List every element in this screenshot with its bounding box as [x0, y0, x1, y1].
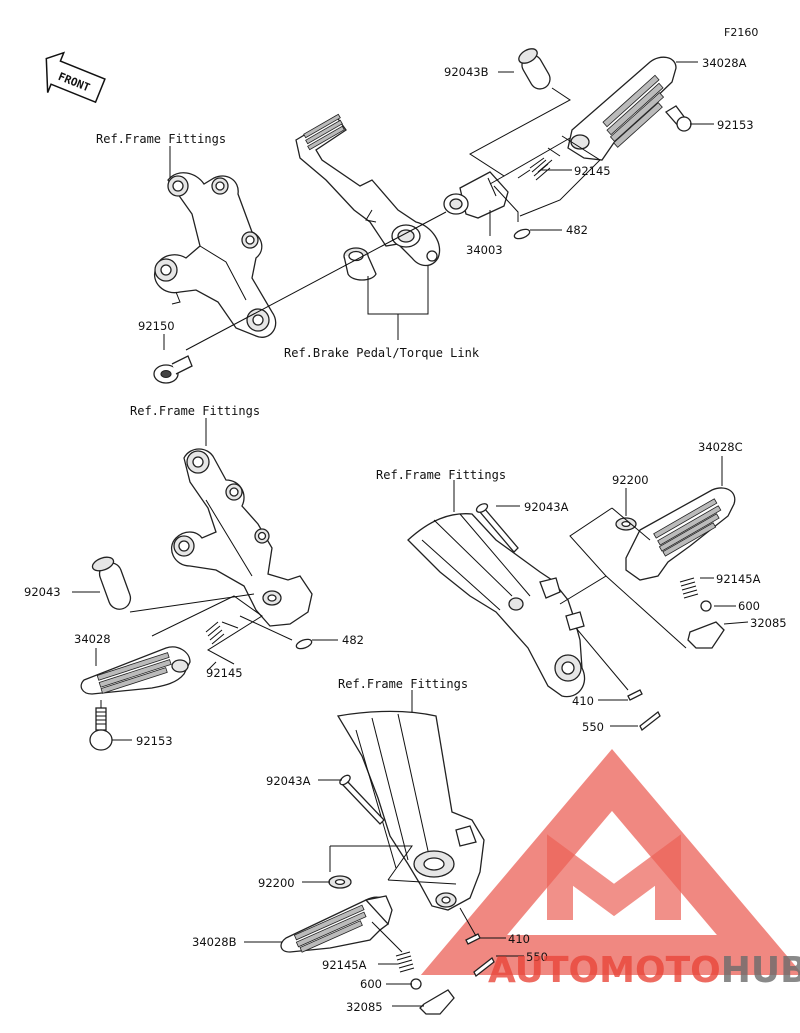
ref-frame-fittings-label-4: Ref.Frame Fittings: [338, 677, 468, 691]
part-label-92043A-right: 92043A: [524, 500, 569, 514]
footpeg-34028C: [625, 487, 736, 581]
part-label-34028A: 34028A: [702, 56, 747, 70]
part-label-92043: 92043: [24, 585, 61, 599]
holder-34003: [443, 171, 509, 219]
watermark-text: AUTOMOTOHUB: [488, 950, 800, 991]
part-label-92145-left: 92145: [206, 666, 243, 680]
clip-482-top: [513, 228, 531, 240]
part-label-92153-left: 92153: [136, 734, 173, 748]
part-label-34028B: 34028B: [192, 935, 237, 949]
part-label-92150: 92150: [138, 319, 175, 333]
front-arrow-icon: FRONT: [45, 51, 106, 104]
footpeg-34028B-tread: [293, 904, 367, 953]
ref-frame-fittings-label-1: Ref.Frame Fittings: [96, 132, 226, 146]
ref-brake-pedal-torque-link-label: Ref.Brake Pedal/Torque Link: [284, 346, 480, 360]
part-label-550-right: 550: [582, 720, 604, 734]
part-label-600-bottom: 600: [360, 977, 382, 991]
bolt-92153-left: [89, 707, 113, 751]
part-label-92200-bottom: 92200: [258, 876, 295, 890]
part-label-482-left: 482: [342, 633, 364, 647]
top-assembly-lines: [163, 61, 714, 351]
pin-92043B: [518, 48, 551, 90]
spring-92145A-bottom: [395, 951, 415, 973]
brake-pedal-tread: [303, 113, 345, 151]
right-assembly-lines: [453, 456, 749, 727]
svg-text:AUTOMOTOHUB: AUTOMOTOHUB: [488, 950, 800, 991]
footpeg-34028B: [280, 895, 393, 953]
footpeg-34028-tread: [96, 652, 172, 694]
cotter-550-bottom: [473, 957, 495, 977]
clip-482-left: [295, 638, 313, 650]
part-label-34028: 34028: [74, 632, 111, 646]
footpeg-34028A: [567, 56, 677, 161]
ball-600-right: [700, 600, 712, 612]
figure-code: F2160: [724, 26, 758, 39]
spring-92145-left: [205, 621, 239, 645]
part-label-92043A-bottom: 92043A: [266, 774, 311, 788]
part-label-92153-top: 92153: [717, 118, 754, 132]
watermark-auto: AUTO: [488, 950, 599, 991]
cotter-550-right: [639, 711, 661, 731]
watermark-logo: M: [420, 749, 800, 975]
part-label-32085-right: 32085: [750, 616, 787, 630]
pin-410-right: [627, 689, 643, 701]
part-label-600-right: 600: [738, 599, 760, 613]
bracket-left: [171, 448, 313, 627]
pin-92043A-right: [475, 503, 519, 553]
footpeg-34028: [80, 646, 191, 695]
plate-32085-right: [687, 621, 725, 649]
part-label-34003: 34003: [466, 243, 503, 257]
part-label-32085-bottom: 32085: [346, 1000, 383, 1014]
ref-frame-fittings-label-3: Ref.Frame Fittings: [376, 468, 506, 482]
bracket-right: [407, 513, 586, 698]
ball-600-bottom: [410, 978, 422, 990]
bracket-bottom: [336, 710, 485, 911]
pin-92043A-bottom: [339, 774, 385, 825]
part-label-410-right: 410: [572, 694, 594, 708]
part-label-550-bottom: 550: [526, 950, 548, 964]
part-label-92145A-bottom: 92145A: [322, 958, 367, 972]
washer-92200-right: [615, 517, 637, 531]
part-label-92145-top: 92145: [574, 164, 611, 178]
part-label-410-bottom: 410: [508, 932, 530, 946]
brake-pedal: [295, 113, 441, 267]
watermark-moto: MOTO: [599, 950, 721, 991]
part-label-482-top: 482: [566, 223, 588, 237]
bracket-upper-right: [154, 172, 277, 338]
pin-92043: [91, 556, 132, 610]
left-assembly-lines: [72, 418, 338, 741]
bolt-92150: [153, 355, 193, 384]
plate-32085-bottom: [419, 989, 455, 1015]
footpeg-34028A-tread: [602, 74, 665, 148]
part-label-92200-right: 92200: [612, 473, 649, 487]
footpeg-34028C-tread: [653, 498, 722, 557]
part-label-92043B: 92043B: [444, 65, 489, 79]
watermark-hub: HUB: [721, 950, 800, 991]
ref-frame-fittings-label-2: Ref.Frame Fittings: [130, 404, 260, 418]
part-label-34028C: 34028C: [698, 440, 743, 454]
spring-92145A-right: [679, 577, 699, 599]
part-label-92145A-right: 92145A: [716, 572, 761, 586]
bolt-92153-top: [664, 105, 692, 132]
bottom-assembly-lines: [244, 690, 524, 1007]
washer-92200-bottom: [328, 875, 352, 889]
